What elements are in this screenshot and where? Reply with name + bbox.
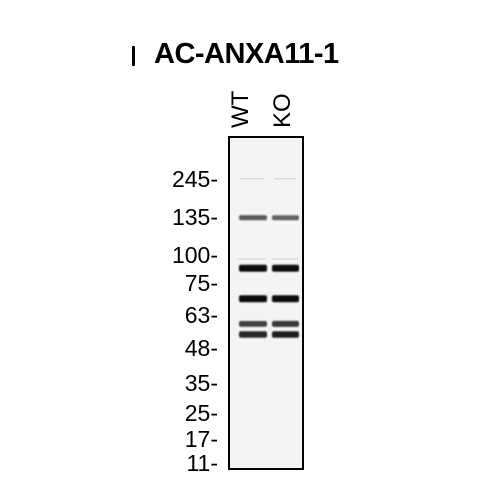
faint-streak bbox=[238, 258, 266, 260]
marker-label-17: 17- bbox=[184, 426, 218, 452]
band-wt-55kda bbox=[239, 331, 267, 338]
lane-label-ko: KO bbox=[269, 93, 296, 128]
lane-label-wt: WT bbox=[227, 90, 254, 128]
band-wt-90kda bbox=[239, 264, 267, 272]
faint-streak bbox=[240, 178, 264, 180]
marker-label-245: 245- bbox=[171, 166, 218, 192]
marker-label-75: 75- bbox=[184, 270, 218, 296]
faint-streak bbox=[274, 178, 296, 180]
band-ko-70kda bbox=[272, 295, 299, 303]
band-wt-60kda bbox=[239, 321, 267, 327]
marker-label-25: 25- bbox=[184, 400, 218, 426]
band-ko-90kda bbox=[272, 264, 299, 272]
marker-label-48: 48- bbox=[184, 335, 218, 361]
band-wt-140kda bbox=[239, 215, 267, 221]
marker-label-11: 11- bbox=[186, 450, 218, 476]
marker-label-63: 63- bbox=[184, 302, 218, 328]
western-blot-membrane bbox=[228, 136, 304, 470]
band-wt-70kda bbox=[239, 295, 267, 303]
marker-label-35: 35- bbox=[184, 370, 218, 396]
faint-streak bbox=[272, 258, 298, 260]
antibody-title: AC-ANXA11-1 bbox=[154, 38, 339, 70]
band-ko-140kda bbox=[272, 215, 299, 221]
band-ko-60kda bbox=[272, 320, 299, 327]
band-ko-55kda bbox=[272, 331, 299, 338]
title-edge-mark bbox=[132, 46, 135, 66]
blot-bands-canvas bbox=[238, 178, 299, 338]
marker-label-100: 100- bbox=[171, 242, 218, 268]
marker-label-135: 135- bbox=[171, 204, 218, 230]
